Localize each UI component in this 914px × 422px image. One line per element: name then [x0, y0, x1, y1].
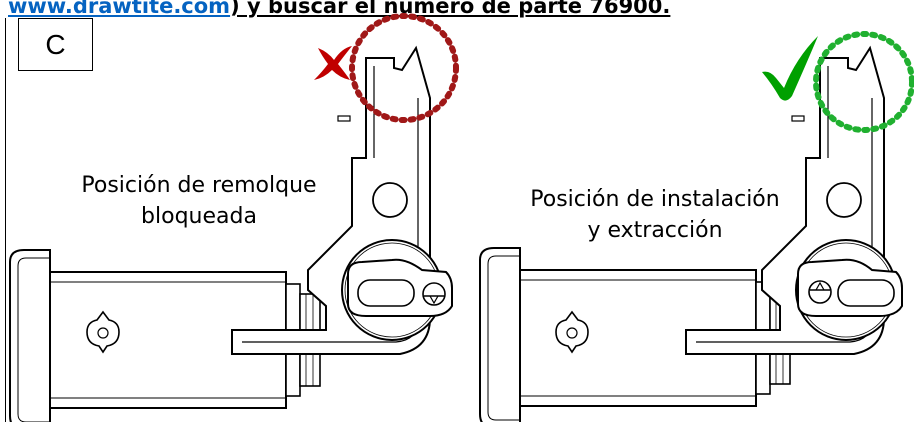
section-label: C [45, 28, 66, 60]
highlight-circle-incorrect [349, 13, 459, 123]
right-hitch-drawing [479, 31, 914, 422]
caption-install-remove: Posición de instalación y extracción [502, 184, 808, 246]
section-label-box: C [18, 18, 93, 71]
checkmark-icon [762, 36, 818, 101]
drawtite-link[interactable]: www.drawtite.com [8, 0, 231, 18]
caption-left-line1: Posición de remolque [81, 173, 317, 198]
instruction-text: www.drawtite.com) y buscar el número de … [8, 0, 670, 18]
left-border-rule [5, 18, 6, 422]
left-hitch-drawing [9, 13, 459, 422]
caption-towing-locked: Posición de remolque bloqueada [60, 170, 338, 232]
caption-right-line1: Posición de instalación [530, 187, 780, 212]
caption-right-line2: y extracción [587, 218, 723, 243]
lock-knob-locked [347, 258, 453, 317]
caption-left-line2: bloqueada [141, 204, 257, 229]
instruction-continuation: ) y buscar el número de parte 76900. [230, 0, 671, 18]
lock-knob-unlocked [797, 258, 903, 317]
x-mark-icon [314, 46, 352, 80]
highlight-circle-correct [813, 31, 914, 133]
